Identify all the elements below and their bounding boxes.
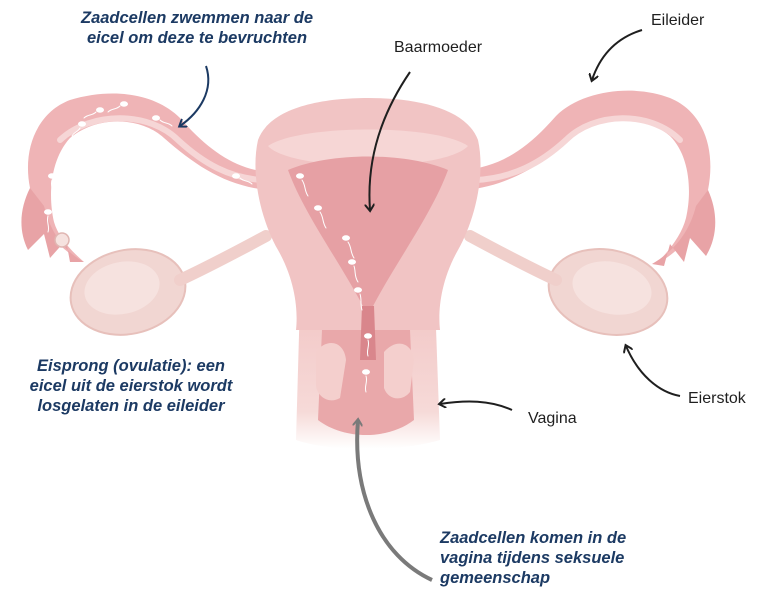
note-ovulation-line-1: Eisprong (ovulatie): een bbox=[0, 356, 262, 376]
label-baarmoeder: Baarmoeder bbox=[394, 39, 482, 57]
note-ovulation: Eisprong (ovulatie): een eicel uit de ei… bbox=[0, 356, 262, 416]
vagina-arrow bbox=[440, 402, 512, 410]
egg-cell bbox=[55, 233, 69, 247]
note-sperm-swim-line-2: eicel om deze te bevruchten bbox=[38, 28, 356, 48]
cervix-right-fold bbox=[384, 344, 414, 399]
right-ovarian-ligament bbox=[470, 236, 556, 280]
note-sperm-enter: Zaadcellen komen in de vagina tijdens se… bbox=[440, 528, 670, 588]
label-vagina: Vagina bbox=[528, 410, 577, 428]
eileider-arrow bbox=[592, 30, 642, 80]
sperm-swim-arrow bbox=[180, 66, 208, 126]
note-sperm-enter-line-3: gemeenschap bbox=[440, 568, 670, 588]
left-ovarian-ligament bbox=[180, 236, 266, 280]
note-sperm-swim-line-1: Zaadcellen zwemmen naar de bbox=[38, 8, 356, 28]
note-sperm-enter-line-2: vagina tijdens seksuele bbox=[440, 548, 670, 568]
note-sperm-enter-line-1: Zaadcellen komen in de bbox=[440, 528, 670, 548]
eierstok-arrow bbox=[626, 346, 680, 396]
note-sperm-swim: Zaadcellen zwemmen naar de eicel om deze… bbox=[38, 8, 356, 48]
label-eierstok: Eierstok bbox=[688, 390, 746, 408]
label-eileider: Eileider bbox=[651, 12, 704, 30]
note-ovulation-line-3: losgelaten in de eileider bbox=[0, 396, 262, 416]
note-ovulation-line-2: eicel uit de eierstok wordt bbox=[0, 376, 262, 396]
